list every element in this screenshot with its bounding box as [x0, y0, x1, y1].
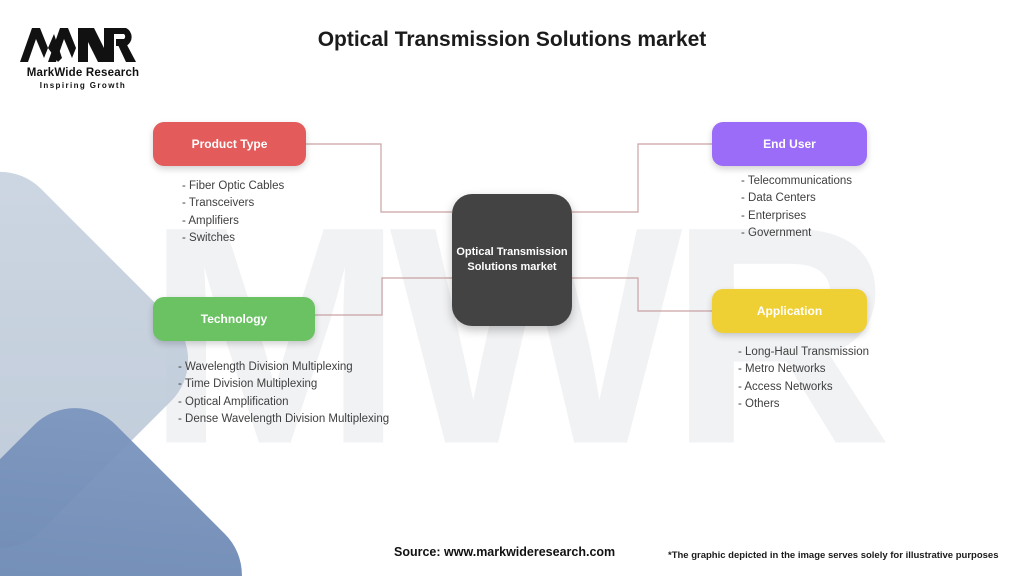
branch-items-application: - Long-Haul Transmission - Metro Network…	[738, 344, 869, 414]
branch-label-technology: Technology	[200, 312, 268, 326]
list-item: - Long-Haul Transmission	[738, 346, 870, 358]
source-label[interactable]: Source: www.markwideresearch.com	[394, 545, 616, 559]
disclaimer-text: *The graphic depicted in the image serve…	[668, 550, 999, 561]
logo-company-name: MarkWide Research	[26, 67, 140, 79]
branch-items-product-type: - Fiber Optic Cables - Transceivers - Am…	[182, 178, 284, 248]
connector-application	[572, 277, 712, 312]
branch-label-product-type: Product Type	[191, 137, 268, 151]
list-item: - Fiber Optic Cables	[182, 180, 285, 192]
list-item: - Amplifiers	[182, 214, 239, 227]
list-item: - Wavelength Division Multiplexing	[178, 361, 353, 373]
center-node[interactable]: Optical Transmission Solutions market	[452, 194, 572, 326]
brand-logo: MarkWide Research Inspiring Growth	[18, 24, 148, 90]
list-item: - Time Division Multiplexing	[178, 378, 318, 391]
branch-items-end-user: - Telecommunications - Data Centers - En…	[741, 173, 852, 243]
connector-end-user	[572, 143, 712, 213]
mwr-logo-icon	[20, 28, 136, 62]
center-node-label-line2: Solutions market	[467, 261, 557, 273]
branch-node-technology[interactable]: Technology	[153, 297, 315, 341]
list-item: - Others	[738, 398, 780, 411]
list-item: - Enterprises	[741, 209, 807, 222]
branch-label-application: Application	[756, 304, 823, 318]
branch-node-application[interactable]: Application	[712, 289, 867, 333]
list-item: - Government	[741, 227, 812, 240]
logo-tagline: Inspiring Growth	[39, 81, 127, 90]
center-node-label-line1: Optical Transmission	[456, 246, 568, 259]
list-item: - Telecommunications	[741, 175, 853, 187]
list-item: - Access Networks	[738, 380, 833, 393]
page-title: Optical Transmission Solutions market	[317, 28, 707, 51]
list-item: - Optical Amplification	[178, 395, 289, 408]
branch-node-product-type[interactable]: Product Type	[153, 122, 306, 166]
list-item: - Dense Wavelength Division Multiplexing	[178, 413, 390, 426]
list-item: - Switches	[182, 232, 236, 245]
list-item: - Data Centers	[741, 192, 816, 205]
branch-items-technology: - Wavelength Division Multiplexing - Tim…	[178, 359, 389, 429]
branch-label-end-user: End User	[763, 137, 816, 151]
connector-product-type	[306, 143, 452, 213]
list-item: - Transceivers	[182, 197, 255, 210]
list-item: - Metro Networks	[738, 363, 826, 376]
connector-technology	[315, 277, 452, 316]
center-node-label: Optical Transmission Solutions market	[456, 245, 567, 275]
branch-node-end-user[interactable]: End User	[712, 122, 867, 166]
